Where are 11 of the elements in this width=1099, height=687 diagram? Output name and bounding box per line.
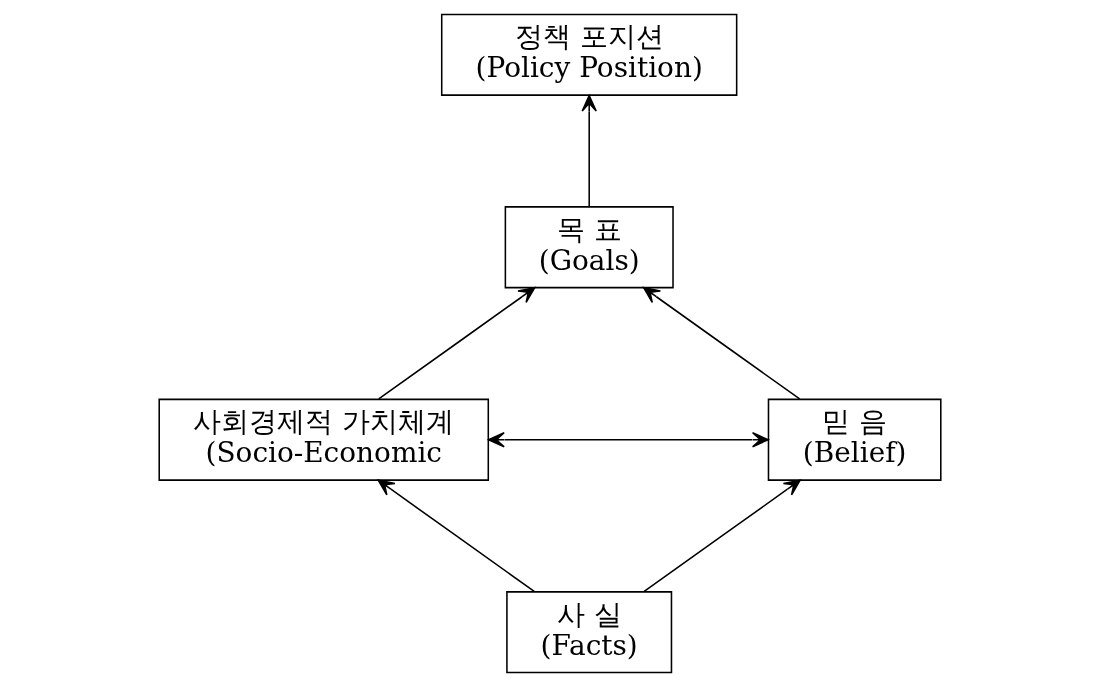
node-box: 믿 음 (Belief) bbox=[767, 398, 942, 481]
arrow bbox=[377, 286, 535, 400]
arrow bbox=[642, 479, 801, 593]
arrow bbox=[642, 286, 800, 400]
arrow bbox=[580, 94, 597, 208]
arrow bbox=[376, 479, 535, 593]
node-box: 정책 포지션 (Policy Position) bbox=[440, 13, 737, 96]
arrow bbox=[487, 432, 769, 448]
node-box: 목 표 (Goals) bbox=[504, 206, 674, 289]
node-box: 사 실 (Facts) bbox=[505, 591, 672, 674]
node-box: 사회경제적 가치체계 (Socio-Economic bbox=[157, 398, 489, 481]
